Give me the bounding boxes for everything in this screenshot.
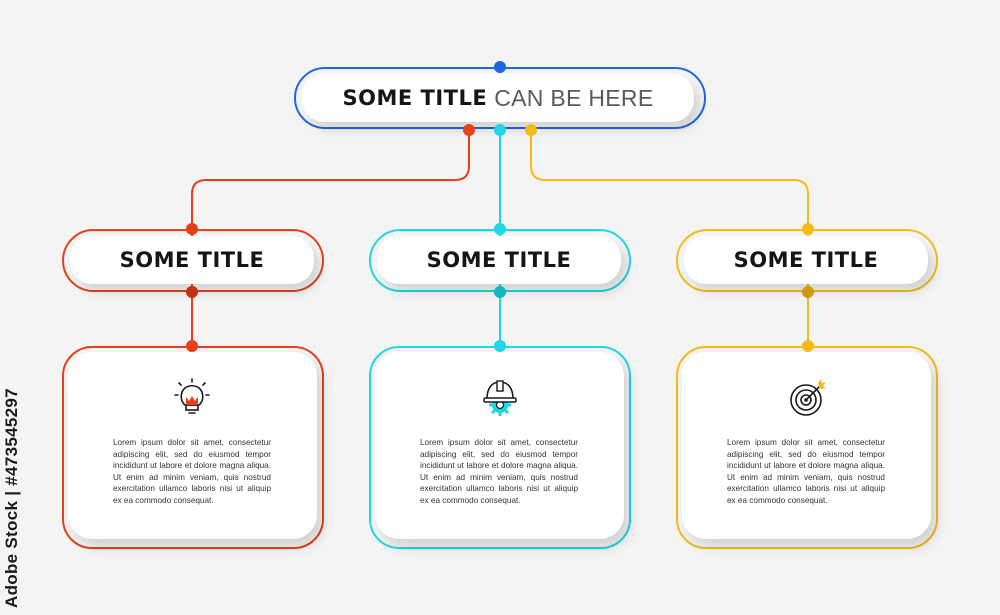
step-2-bottom-dot (494, 286, 506, 298)
header-red-dot (463, 124, 475, 136)
header-title-bold: SOME TITLE (342, 86, 488, 110)
step-1-card-dot (186, 340, 198, 352)
step-2-top-dot (494, 223, 506, 235)
stock-id-text: Adobe Stock | #473545297 (2, 388, 21, 608)
step-1-card (68, 352, 317, 539)
step-1-bottom-dot (186, 286, 198, 298)
step-3-card (682, 352, 931, 539)
step-2-text: Lorem ipsum dolor sit amet, consectetur … (420, 438, 578, 505)
header-yellow-dot (525, 124, 537, 136)
step-3-top-dot (802, 223, 814, 235)
step-3-text: Lorem ipsum dolor sit amet, consectetur … (727, 438, 885, 505)
step-3-title: SOME TITLE (684, 236, 928, 284)
target-arrow-icon (790, 379, 826, 416)
lightbulb-icon (174, 378, 210, 414)
step-3-bottom-dot (802, 286, 814, 298)
connector-red (191, 130, 470, 346)
hardhat-gear-icon (483, 380, 517, 416)
step-2-title: SOME TITLE (377, 236, 621, 284)
header-cyan-dot (494, 124, 506, 136)
step-2-card-dot (494, 340, 506, 352)
header-title-light: CAN BE HERE (494, 84, 654, 111)
step-1-title: SOME TITLE (70, 236, 314, 284)
step-1-text: Lorem ipsum dolor sit amet, consectetur … (113, 438, 271, 505)
step-1-top-dot (186, 223, 198, 235)
connector-yellow (530, 130, 809, 346)
header-top-dot (494, 61, 506, 73)
step-3-card-dot (802, 340, 814, 352)
